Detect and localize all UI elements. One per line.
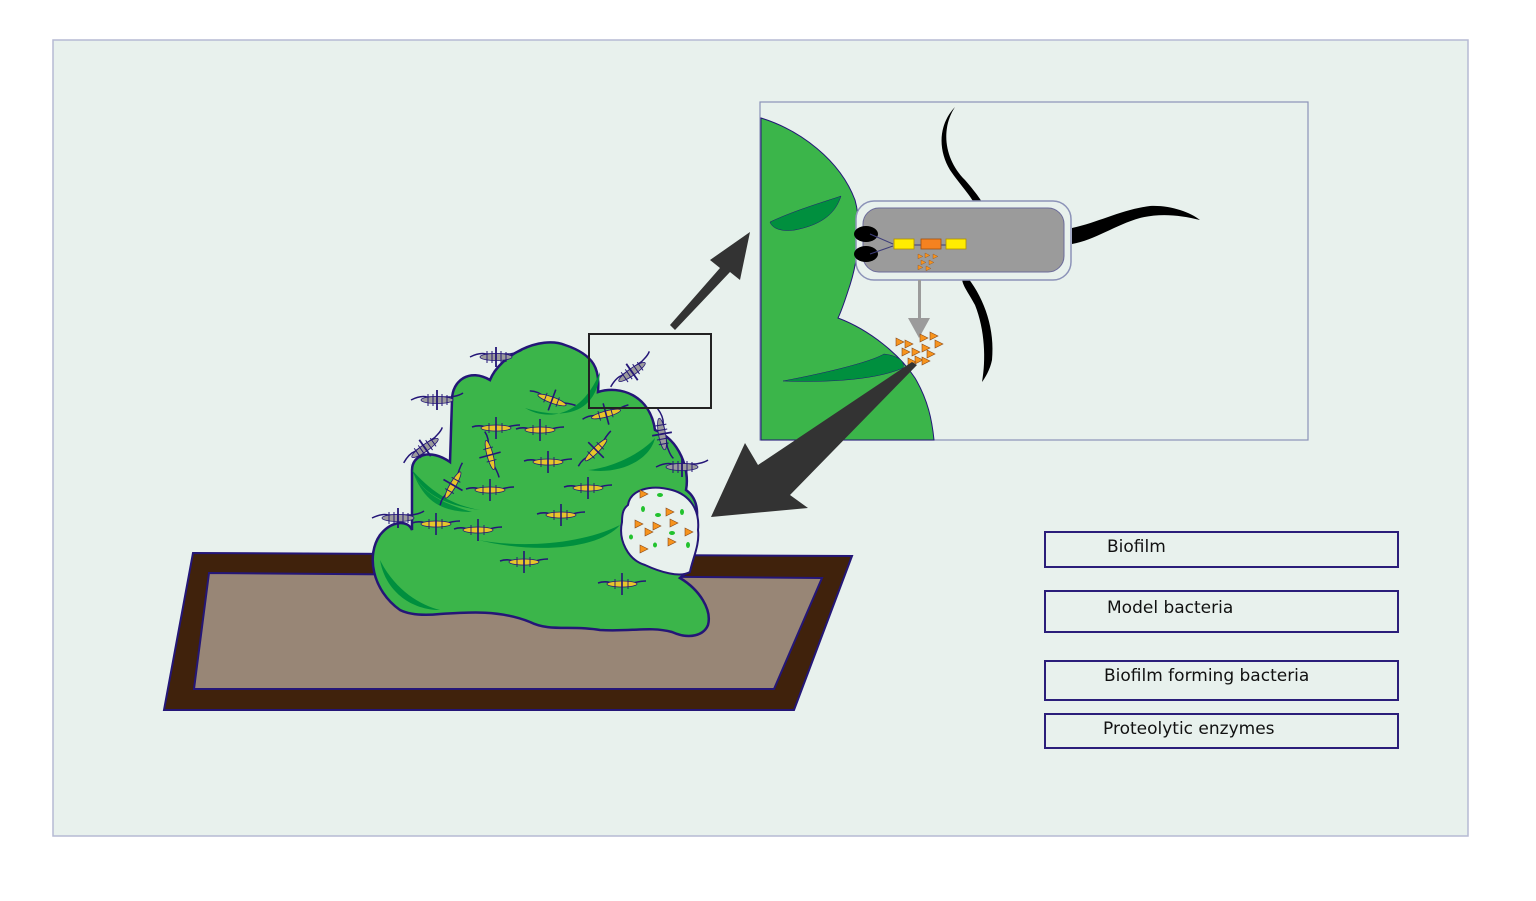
zoom-selection-box	[588, 333, 712, 409]
zoom-in-arrow	[670, 232, 750, 330]
gene-circuit	[893, 238, 967, 271]
legend-item-biofilm-forming-bacteria	[1044, 660, 1399, 701]
secretion-arrow	[908, 280, 930, 338]
biofilm-mass	[371, 341, 711, 638]
legend-label-biofilm: Biofilm	[1107, 537, 1166, 557]
legend-label-biofilm-forming-bacteria: Biofilm forming bacteria	[1104, 666, 1310, 686]
legend-label-model-bacteria: Model bacteria	[1107, 598, 1234, 618]
legend-label-proteolytic-enzymes: Proteolytic enzymes	[1103, 719, 1275, 739]
legend-item-model-bacteria	[1044, 590, 1399, 633]
legend-item-proteolytic-enzymes	[1044, 713, 1399, 749]
return-arrow	[711, 362, 917, 517]
degradation-particles	[629, 489, 694, 554]
inset-panel	[759, 101, 1309, 441]
legend-item-biofilm	[1044, 531, 1399, 568]
